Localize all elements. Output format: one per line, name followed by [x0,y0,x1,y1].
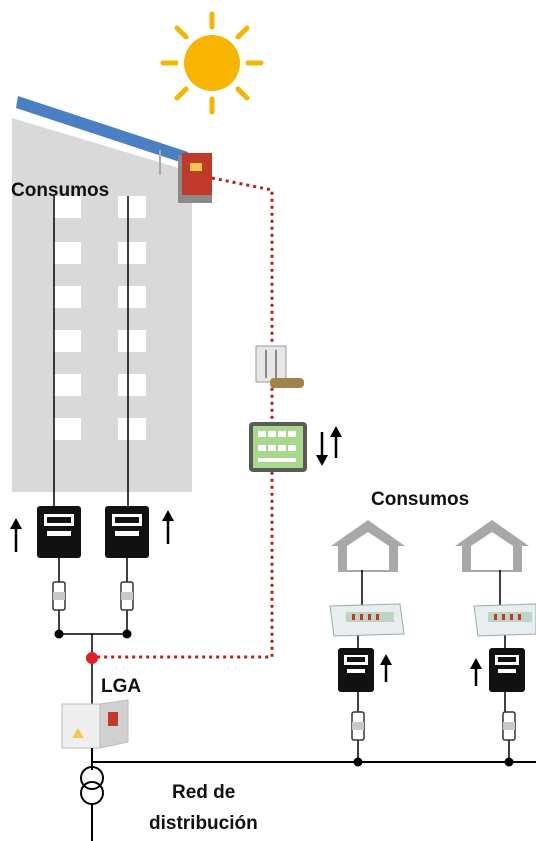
junction-dot-icon [54,629,64,639]
meter-panel-icon [249,422,307,472]
house-wiring [357,570,510,762]
solar-panel-icon [16,96,188,175]
smart-meter-icon [105,506,149,558]
fuse-icon [120,581,134,611]
house-icon [331,520,405,572]
arrow-up-icon [380,654,392,682]
lga-label: LGA [101,676,142,697]
junction-dot-icon [86,652,98,664]
inverter-icon [178,153,212,203]
switch-icon [255,345,304,388]
lga-box-icon [61,699,129,749]
fuse-icon [351,711,365,741]
houses-consumption-label: Consumos [371,489,470,510]
arrow-up-icon [162,510,174,544]
arrow-updown-icon [316,426,342,466]
junction-dot-icon [353,757,363,767]
breaker-panel-icon [329,603,405,637]
apartment-building [12,118,192,510]
arrow-up-icon [10,518,22,552]
house-icon [455,520,529,572]
arrow-up-icon [470,658,482,686]
breaker-panel-icon [473,603,536,637]
junction-dot-icon [122,629,132,639]
sun-icon [160,11,264,115]
smart-meter-icon [37,506,81,558]
smart-meter-icon [489,648,525,692]
fuse-icon [502,711,516,741]
grid-label-line1: Red de [172,782,236,803]
junction-dot-icon [504,757,514,767]
transformer-icon [80,748,104,841]
fuse-icon [52,581,66,611]
grid-label-line2: distribución [149,813,258,834]
smart-meter-icon [338,648,374,692]
building-consumption-label: Consumos [11,180,110,201]
